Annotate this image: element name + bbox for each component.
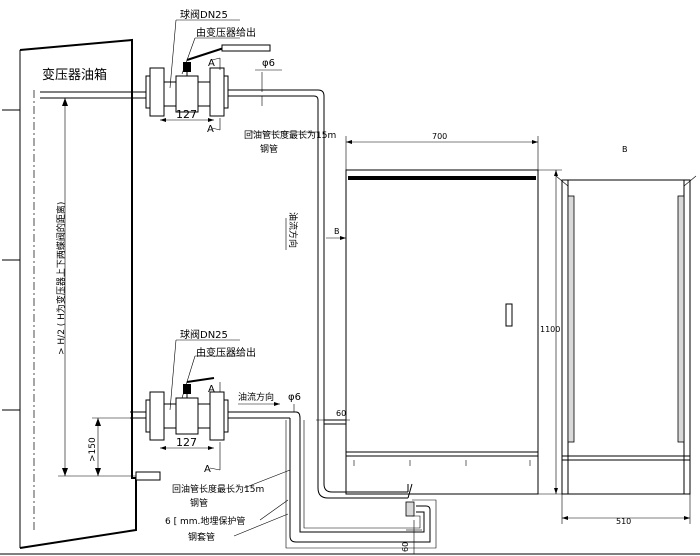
section-a-top-upper: A [208, 58, 215, 69]
protect-pipe-label: 6 [ mm.地埋保护管 [165, 515, 245, 527]
width700-dimension [345, 136, 539, 170]
steel-pipe-label-bottom: 钢管 [190, 497, 208, 509]
phi6-label-bottom: φ6 [288, 392, 301, 403]
transformer-tank [2, 38, 137, 549]
height1100-dimension [538, 169, 562, 495]
filter-cabinet-side-view [555, 175, 697, 495]
tank-label: 变压器油箱 [42, 67, 107, 83]
view-b-marker-label: B [334, 227, 340, 236]
gap60-bottom-dimension [406, 520, 422, 554]
width700-label: 700 [432, 132, 447, 141]
section-a-bottom-lower: A [204, 464, 211, 475]
height-dimension-label: > H/2 ( H为变压器上下两蝶阀的距离) [55, 202, 67, 355]
from-transformer-label-top: 由变压器给出 [196, 26, 256, 39]
bottom-return-pipe [285, 411, 437, 549]
flow-direction-vertical: 油流方向 [287, 212, 299, 248]
from-transformer-label-bottom: 由变压器给出 [196, 346, 256, 359]
phi6-label-top: φ6 [262, 58, 275, 69]
valve-label-top: 球阀DN25 [180, 8, 228, 21]
dim127-label-top: 127 [176, 108, 197, 121]
top-valve-assembly [40, 19, 318, 133]
width510-dimension [561, 494, 691, 524]
section-a-bottom-upper: A [208, 384, 215, 395]
dim127-label-bottom: 127 [176, 436, 197, 449]
section-a-top-lower: A [207, 124, 214, 135]
gap60-right-label: 60 [336, 409, 346, 418]
return-pipe-label-top: 回油管长度最长为15m [244, 129, 336, 141]
width510-label: 510 [616, 517, 631, 526]
height-dimension [58, 97, 140, 477]
view-b-title: B [622, 145, 628, 154]
bottom-valve-assembly [92, 339, 296, 481]
flow-direction-horizontal: 油流方向 [238, 391, 274, 403]
dim150-label: >150 [88, 437, 98, 462]
top-return-pipe [313, 89, 413, 499]
view-b-marker [326, 236, 346, 240]
steel-pipe-label-top: 钢管 [260, 143, 278, 155]
valve-label-bottom: 球阀DN25 [180, 328, 228, 341]
steel-sleeve-label: 钢套管 [188, 531, 215, 543]
gap60-bottom-label: 60 [401, 542, 410, 552]
height1100-label: 1100 [540, 325, 560, 334]
filter-cabinet-front [324, 169, 539, 495]
return-pipe-label-bottom: 回油管长度最长为15m [172, 483, 264, 495]
